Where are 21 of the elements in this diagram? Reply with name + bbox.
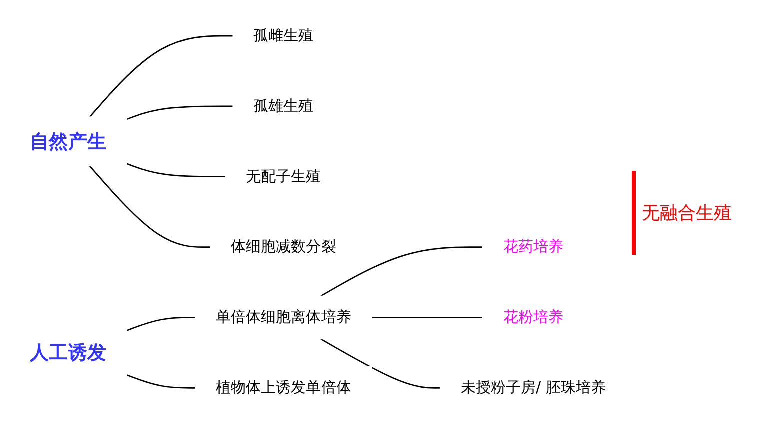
- node-text: 未授粉子房/ 胚珠培养: [460, 380, 606, 398]
- node-text: 花药培养: [503, 239, 564, 256]
- connector: [320, 339, 440, 390]
- node-text: 花粉培养: [503, 310, 564, 327]
- connector: [126, 317, 196, 332]
- node-text: 体细胞减数分裂: [231, 239, 336, 256]
- node-text: 无配子生殖: [246, 168, 322, 186]
- connector: [126, 374, 196, 390]
- node-text: 自然产生: [30, 130, 107, 153]
- node-text: 单倍体细胞离体培养: [216, 310, 352, 327]
- node-text: 人工诱发: [30, 342, 107, 364]
- node-text: 植物体上诱发单倍体: [216, 380, 352, 398]
- connector: [89, 36, 234, 118]
- connector: [89, 166, 210, 248]
- node-text: 孤雌生殖: [254, 28, 314, 45]
- connector: [372, 317, 483, 319]
- node-text: 孤雄生殖: [254, 98, 314, 116]
- connector: [126, 164, 226, 178]
- bracket-note: 无融合生殖: [632, 170, 738, 254]
- connector: [320, 247, 483, 298]
- connector: [126, 106, 234, 120]
